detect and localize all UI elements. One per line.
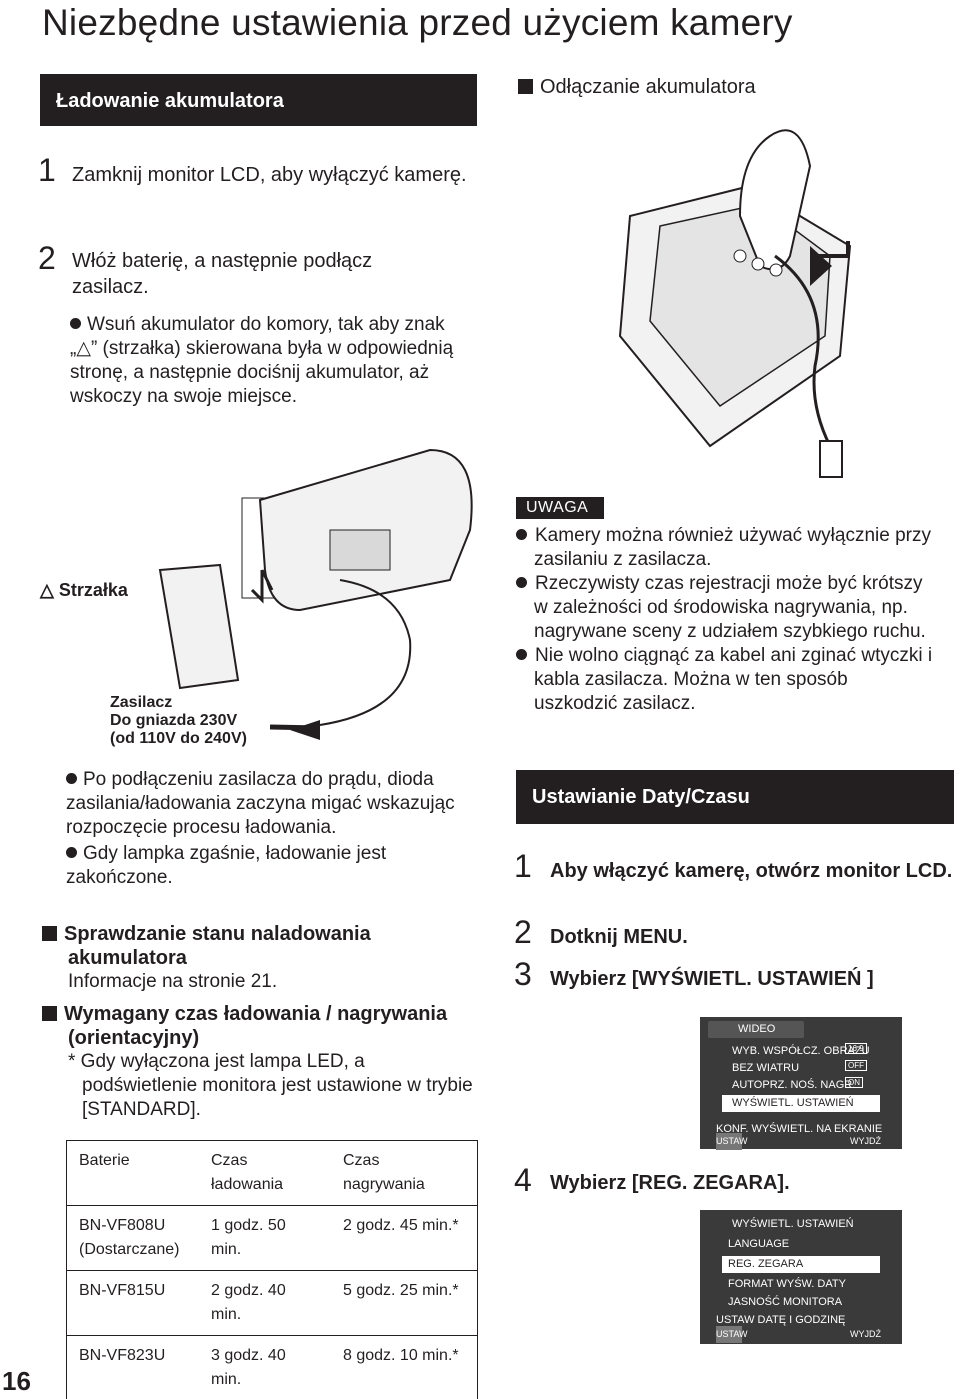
exit-button[interactable]: WYJDŹ <box>850 1329 881 1339</box>
step-text: Wybierz [REG. ZEGARA]. <box>550 1172 790 1194</box>
charging-bullet: Po podłączeniu zasilacza do prądu, dioda… <box>66 768 476 840</box>
menu-item[interactable]: AUTOPRZ. NOŚ. NAGR. <box>732 1079 856 1091</box>
table-header-row: Baterie Czas ładowania Czas nagrywania <box>67 1141 477 1206</box>
bullet-dot-icon <box>66 843 83 864</box>
check-charge-header: Sprawdzanie stanu naladowania akumulator… <box>42 922 462 970</box>
camera-battery-removal-illustration <box>618 129 852 478</box>
charge-time-header: Wymagany czas ładowania / nagrywania (or… <box>42 1002 478 1050</box>
charging-bullet-text: Gdy lampka zgaśnie, ładowanie jest zakoń… <box>66 843 387 888</box>
charge-time-table: Baterie Czas ładowania Czas nagrywania B… <box>66 1140 478 1399</box>
set-button[interactable]: USTAW <box>716 1133 748 1150</box>
charging-bullet-text: Po podłączeniu zasilacza do prądu, dioda… <box>66 769 455 838</box>
check-charge-info: Informacje na stronie 21. <box>68 971 278 992</box>
step-text: Zamknij monitor LCD, aby wyłączyć kamerę… <box>72 164 467 186</box>
adapter-label-line: Do gniazda 230V <box>110 712 238 729</box>
note-item: Rzeczywisty czas rejestracji może być kr… <box>516 572 936 644</box>
charge-time-note: * Gdy wyłączona jest lampa LED, a podświ… <box>68 1051 473 1120</box>
step-text: Dotknij MENU. <box>550 926 688 948</box>
menu-item[interactable]: BEZ WIATRU <box>732 1062 800 1074</box>
step-text: Aby włączyć kamerę, otwórz monitor LCD. <box>550 860 953 882</box>
set-button[interactable]: USTAW <box>716 1326 748 1343</box>
menu-caption: USTAW DATĘ I GODZINĘ <box>716 1314 846 1326</box>
menu-badge: OFF <box>845 1060 867 1071</box>
table-cell: BN-VF808U (Dostarczane) <box>67 1205 199 1271</box>
table-header-cell: Czas nagrywania <box>331 1141 477 1206</box>
menu-item[interactable]: WYB. WSPÓŁCZ. OBRAZU <box>732 1045 870 1057</box>
note-item-text: Rzeczywisty czas rejestracji może być kr… <box>534 573 926 642</box>
step-bullet: Wsuń akumulator do komory, tak aby znak … <box>70 313 470 409</box>
section-header-charging-label: Ładowanie akumulatora <box>56 90 284 112</box>
menu-item[interactable]: FORMAT WYŚW. DATY <box>728 1278 846 1290</box>
step2-bullet-text: Wsuń akumulator do komory, tak aby znak … <box>70 314 454 407</box>
subsection-header-remove-battery: Odłączanie akumulatora <box>518 76 756 99</box>
menu-badge: 16:9 <box>845 1043 867 1054</box>
table-header-cell: Czas ładowania <box>199 1141 331 1206</box>
table-row: BN-VF808U (Dostarczane) 1 godz. 50 min. … <box>67 1205 477 1271</box>
step-number: 1 <box>514 848 532 884</box>
note-item-text: Nie wolno ciągnąć za kabel ani zginać wt… <box>534 645 933 714</box>
table-header-cell: Baterie <box>67 1141 199 1206</box>
menu-badge: ON <box>845 1077 863 1088</box>
step-number: 1 <box>38 152 56 188</box>
subsection-check-charge: Sprawdzanie stanu naladowania akumulator… <box>42 922 462 994</box>
table-cell: 2 godz. 45 min.* <box>331 1205 477 1271</box>
arrow-label: △ Strzałka <box>40 580 128 600</box>
bullet-dot-icon <box>66 769 83 790</box>
bullet-dot-icon <box>516 645 533 666</box>
adapter-label-line: Zasilacz <box>110 694 173 711</box>
camera-charging-illustration <box>158 448 473 740</box>
bullet-dot-icon <box>516 525 533 546</box>
check-charge-label: Sprawdzanie stanu naladowania akumulator… <box>64 923 371 969</box>
table-cell: 3 godz. 40 min. <box>199 1335 331 1399</box>
charge-time-label: Wymagany czas ładowania / nagrywania (or… <box>64 1003 448 1049</box>
step-number: 4 <box>514 1162 532 1198</box>
table-cell: 1 godz. 50 min. <box>199 1205 331 1271</box>
page-number: 16 <box>2 1366 31 1396</box>
menu-item-selected[interactable]: REG. ZEGARA <box>722 1256 880 1273</box>
step-text: Wybierz [WYŚWIETL. USTAWIEŃ ] <box>550 968 874 990</box>
adapter-label-line: (od 110V do 240V) <box>110 730 247 747</box>
step-number: 2 <box>514 914 532 950</box>
table-row: BN-VF823U 3 godz. 40 min. 8 godz. 10 min… <box>67 1335 477 1399</box>
menu-tab-video[interactable]: WIDEO <box>708 1021 804 1038</box>
square-bullet-icon <box>42 1006 57 1021</box>
step-number: 2 <box>38 240 56 276</box>
step-number: 3 <box>514 956 532 992</box>
note-badge: UWAGA <box>516 497 604 519</box>
menu-item[interactable]: LANGUAGE <box>728 1238 790 1250</box>
subsection-charge-time: Wymagany czas ładowania / nagrywania (or… <box>42 1002 478 1122</box>
adapter-label: Zasilacz Do gniazda 230V (od 110V do 240… <box>110 694 247 748</box>
table-cell: 2 godz. 40 min. <box>199 1270 331 1336</box>
menu-title: WYŚWIETL. USTAWIEŃ <box>732 1218 854 1230</box>
section-header-datetime: Ustawianie Daty/Czasu <box>516 770 954 824</box>
note-item-text: Kamery można również używać wyłącznie pr… <box>534 525 931 570</box>
section-header-datetime-label: Ustawianie Daty/Czasu <box>532 786 750 808</box>
charging-bullet: Gdy lampka zgaśnie, ładowanie jest zakoń… <box>66 842 476 890</box>
square-bullet-icon <box>518 79 533 94</box>
bullet-dot-icon <box>70 314 87 335</box>
square-bullet-icon <box>42 926 57 941</box>
section-header-charging: Ładowanie akumulatora <box>40 74 477 126</box>
table-row: BN-VF815U 2 godz. 40 min. 5 godz. 25 min… <box>67 1270 477 1336</box>
table-cell: 8 godz. 10 min.* <box>331 1335 477 1399</box>
remove-battery-label: Odłączanie akumulatora <box>540 76 756 98</box>
note-list: Kamery można również używać wyłącznie pr… <box>516 524 936 716</box>
table-cell: BN-VF823U <box>67 1335 199 1399</box>
menu-screen-display-settings: WYŚWIETL. USTAWIEŃ LANGUAGE REG. ZEGARA … <box>700 1210 902 1344</box>
note-item: Nie wolno ciągnąć za kabel ani zginać wt… <box>516 644 936 716</box>
note-item: Kamery można również używać wyłącznie pr… <box>516 524 936 572</box>
page-title: Niezbędne ustawienia przed użyciem kamer… <box>42 2 793 43</box>
menu-item[interactable]: JASNOŚĆ MONITORA <box>728 1296 843 1308</box>
step-text: Włóż baterię, a następnie podłącz zasila… <box>72 250 373 298</box>
menu-caption: KONF. WYŚWIETL. NA EKRANIE <box>716 1123 883 1135</box>
exit-button[interactable]: WYJDŹ <box>850 1136 881 1146</box>
menu-screen-video: WIDEO WYB. WSPÓŁCZ. OBRAZU BEZ WIATRU AU… <box>700 1017 902 1150</box>
menu-item-selected[interactable]: WYŚWIETL. USTAWIEŃ <box>722 1095 880 1112</box>
table-cell: BN-VF815U <box>67 1270 199 1336</box>
bullet-dot-icon <box>516 573 533 594</box>
table-cell: 5 godz. 25 min.* <box>331 1270 477 1336</box>
